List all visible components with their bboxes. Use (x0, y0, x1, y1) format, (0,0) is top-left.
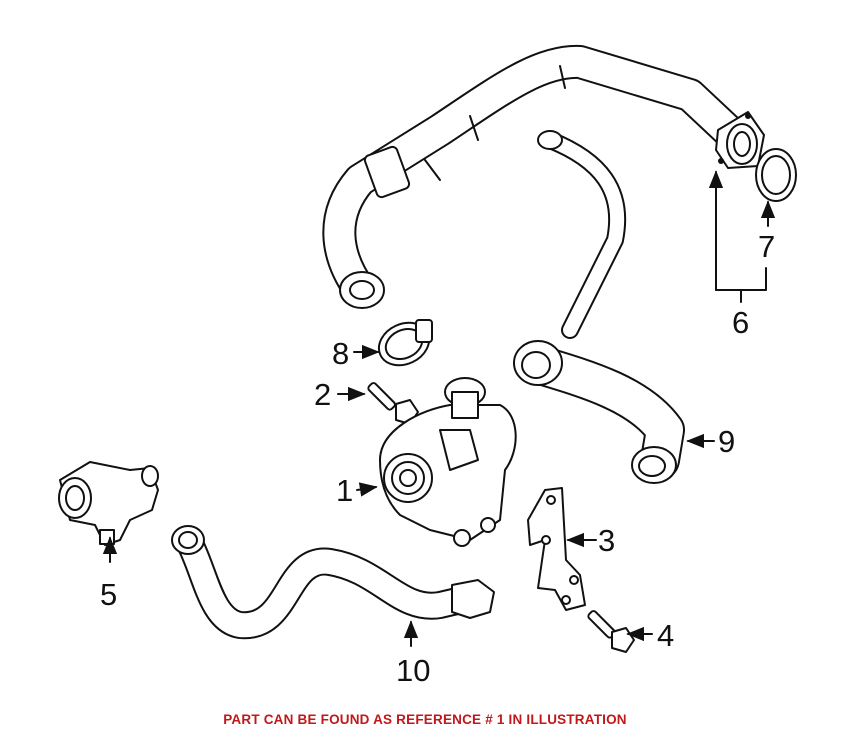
callout-2: 2 (314, 377, 331, 412)
gasket-ring (755, 148, 797, 202)
hose-clamp (377, 319, 433, 367)
bolt-4 (587, 610, 635, 653)
callout-10: 10 (396, 653, 430, 688)
callout-9: 9 (718, 424, 735, 459)
reference-caption: PART CAN BE FOUND AS REFERENCE # 1 IN IL… (223, 712, 627, 727)
callout-6: 6 (732, 305, 749, 340)
coolant-hose-9 (513, 130, 685, 484)
leader-lines (102, 170, 776, 647)
thermostat (58, 461, 159, 546)
leader-6-bracket (715, 267, 767, 303)
water-pump (379, 377, 517, 547)
callout-1: 1 (336, 473, 353, 508)
bolt-2 (367, 382, 419, 425)
callout-4: 4 (657, 618, 674, 653)
callout-7: 7 (758, 229, 775, 264)
callout-8: 8 (332, 336, 349, 371)
callout-3: 3 (598, 523, 615, 558)
coolant-hose-10 (171, 525, 495, 640)
upper-coolant-pipe (322, 44, 765, 309)
bracket-3 (527, 487, 586, 611)
callout-5: 5 (100, 577, 117, 612)
leader-1 (356, 482, 378, 497)
